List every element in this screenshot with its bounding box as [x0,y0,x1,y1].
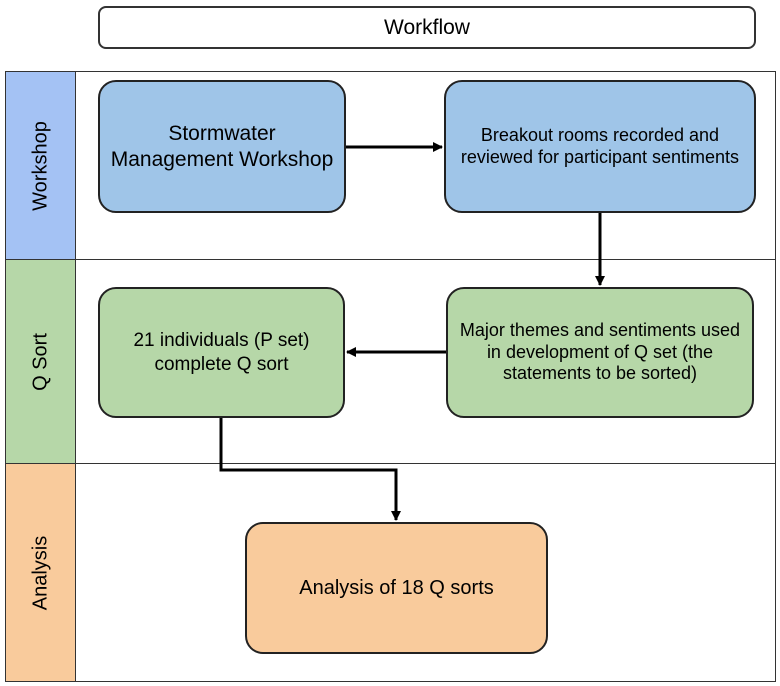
lane-label-qsort-text: Q Sort [29,332,51,391]
lane-label-workshop: Workshop [6,72,76,259]
node-analysis-q-sorts: Analysis of 18 Q sorts [245,522,548,654]
diagram-title: Workflow [98,6,756,49]
node-major-themes: Major themes and sentiments used in deve… [446,287,754,418]
lane-label-analysis-text: Analysis [29,535,51,610]
node-p-set-q-sort: 21 individuals (P set) complete Q sort [98,287,345,418]
lane-analysis: Analysis [5,463,776,682]
node-breakout-rooms: Breakout rooms recorded and reviewed for… [444,80,756,213]
lane-label-qsort: Q Sort [6,260,76,463]
lane-label-analysis: Analysis [6,464,76,681]
lane-label-workshop-text: Workshop [29,120,51,211]
node-stormwater-workshop: Stormwater Management Workshop [98,80,346,213]
